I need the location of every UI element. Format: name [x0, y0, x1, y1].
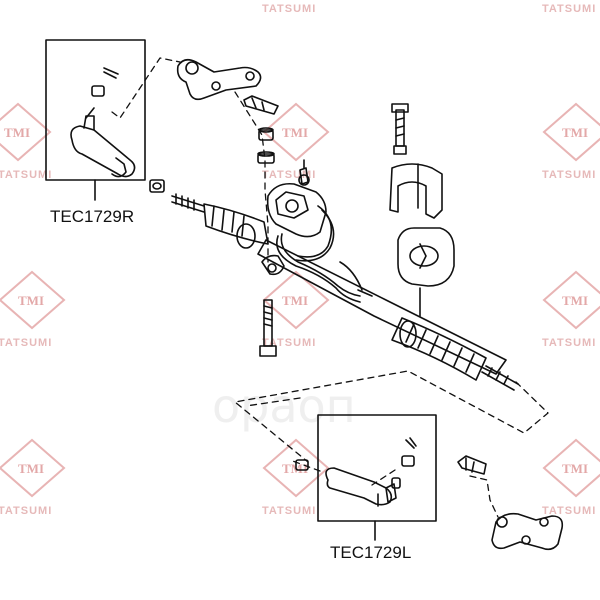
mount-bolt-top	[243, 95, 279, 115]
mount-bolt-bottom	[457, 455, 487, 475]
jam-nut	[149, 179, 165, 193]
watermark-brand-text: TATSUMI	[542, 337, 596, 349]
assembly-dashed-lines	[111, 57, 549, 518]
right-tie-rod-end-label: TEC1729R	[50, 207, 134, 226]
right-tie-rod-end-box	[45, 39, 146, 181]
nut-stack	[257, 127, 275, 164]
watermark-overlay-text: ораоп	[212, 379, 356, 433]
diagram-linework	[45, 39, 564, 551]
watermark-brand-text: TATSUMI	[542, 169, 596, 181]
right-tie-rod-end	[70, 67, 136, 178]
svg-text:TMI: TMI	[282, 125, 308, 140]
watermark-brand-text: TATSUMI	[262, 505, 316, 517]
tmi-logo: TMI	[262, 102, 330, 162]
svg-text:TMI: TMI	[4, 125, 30, 140]
svg-text:TMI: TMI	[18, 293, 44, 308]
tmi-logo: TMI	[0, 438, 66, 498]
steering-rack-body	[171, 159, 519, 391]
tmi-logo: TMI	[0, 102, 52, 162]
clamp-bolt	[391, 103, 409, 155]
tmi-logo: TMI	[542, 438, 600, 498]
mount-bolt-long	[259, 299, 277, 357]
watermark-brand-text: TATSUMI	[0, 505, 52, 517]
svg-text:TMI: TMI	[18, 461, 44, 476]
tmi-logo: TMI	[0, 270, 66, 330]
svg-text:TMI: TMI	[562, 125, 588, 140]
watermark-brand-text: TATSUMI	[262, 3, 316, 15]
watermark-brand-text: TATSUMI	[0, 169, 52, 181]
watermark-brand-text: TATSUMI	[262, 337, 316, 349]
watermark-brand-text: TATSUMI	[542, 505, 596, 517]
rubber-bushing	[397, 227, 455, 317]
left-tie-rod-end-box	[317, 414, 437, 522]
knuckle-arm-bottom	[491, 512, 564, 551]
svg-text:TMI: TMI	[282, 293, 308, 308]
tmi-logo: TMI	[262, 270, 330, 330]
tmi-logo: TMI	[542, 270, 600, 330]
clamp-bracket	[389, 163, 443, 219]
castle-nut	[295, 459, 309, 471]
svg-text:TMI: TMI	[562, 293, 588, 308]
left-tie-rod-end-label: TEC1729L	[330, 543, 411, 562]
watermark-brand-text: TATSUMI	[542, 3, 596, 15]
svg-text:TMI: TMI	[282, 461, 308, 476]
watermark-brand-text: TATSUMI	[0, 337, 52, 349]
knuckle-arm-top	[176, 58, 262, 101]
svg-text:TMI: TMI	[562, 461, 588, 476]
tmi-logo: TMI	[542, 102, 600, 162]
left-tie-rod-end	[325, 437, 417, 507]
